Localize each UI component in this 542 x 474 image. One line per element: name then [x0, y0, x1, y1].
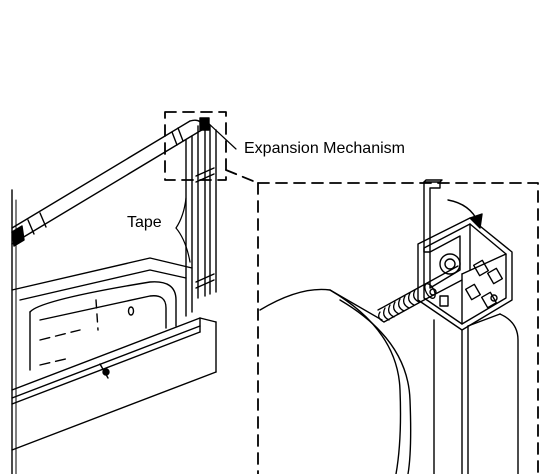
tape-band-lower [195, 273, 215, 283]
callout-small-box [164, 111, 227, 181]
bracket-block [417, 217, 513, 331]
callout-connector [225, 169, 259, 184]
callout-large-box-top [257, 182, 539, 474]
frame-post [195, 117, 217, 299]
tub-apron [11, 317, 217, 451]
mechanism-detail [259, 179, 519, 474]
expansion-mechanism-label: Expansion Mechanism [244, 140, 405, 157]
expansion-leader [206, 121, 237, 150]
detail-callout [164, 111, 539, 474]
hex-key [423, 179, 443, 253]
tape-band-upper [195, 167, 215, 177]
support-bar [11, 119, 204, 247]
tape-label: Tape [127, 214, 162, 231]
tape-leader [175, 197, 191, 263]
frame-profile [433, 313, 519, 474]
rotation-arrow-icon [447, 199, 483, 229]
drain-icon [127, 306, 135, 316]
bathtub-overview [11, 117, 217, 474]
bathtub [11, 257, 193, 371]
